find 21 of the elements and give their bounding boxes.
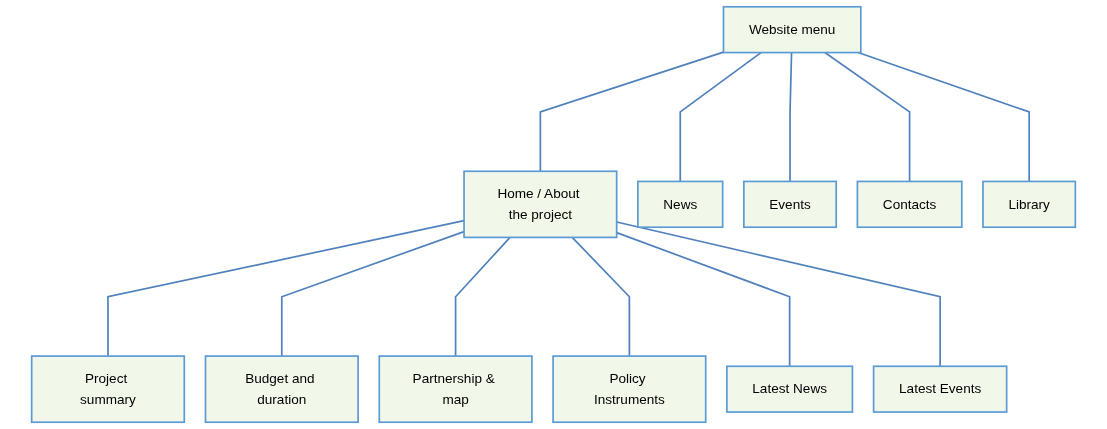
connector xyxy=(280,230,465,357)
node-box: Project summary xyxy=(30,355,186,424)
node-box: Partnership & map xyxy=(378,355,533,424)
connector xyxy=(107,219,465,357)
node-box: Events xyxy=(743,180,838,229)
connector xyxy=(571,236,631,357)
node-box: News xyxy=(637,180,724,229)
node-box: Policy Instruments xyxy=(552,355,707,424)
connector xyxy=(679,51,762,183)
connector xyxy=(539,51,725,173)
connector xyxy=(824,51,911,183)
node-box: Latest News xyxy=(726,365,854,413)
connector xyxy=(789,51,793,183)
node-box: Budget and duration xyxy=(204,355,359,424)
node-box: Website menu xyxy=(722,5,862,54)
node-box: Library xyxy=(982,180,1077,229)
node-box: Latest Events xyxy=(872,365,1008,413)
node-box: Contacts xyxy=(856,180,963,229)
connector xyxy=(857,51,1030,183)
connector xyxy=(454,236,511,357)
node-box: Home / About the project xyxy=(463,170,618,239)
